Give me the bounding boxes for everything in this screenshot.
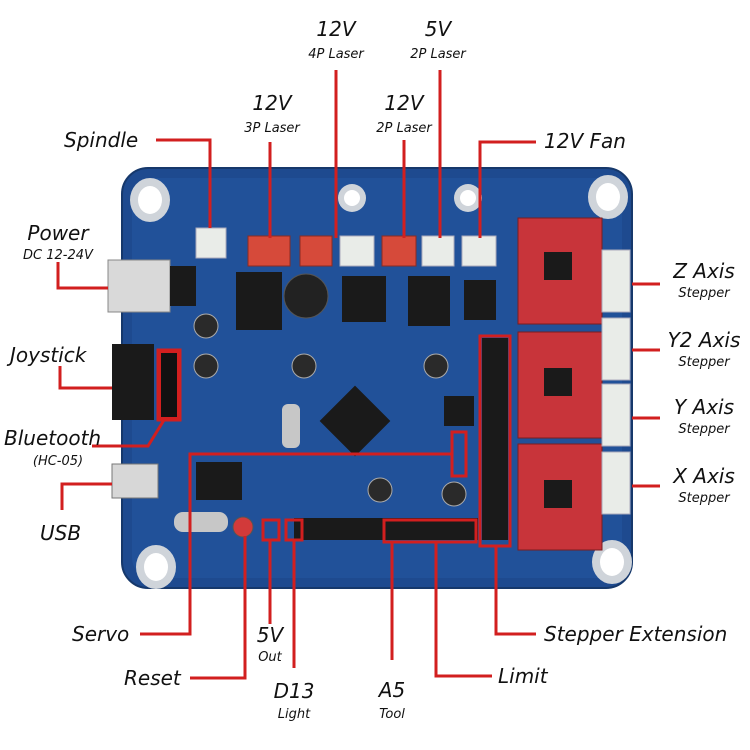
power-leader [56, 262, 108, 290]
x-axis-connector [601, 451, 631, 515]
microcontroller-chip [319, 385, 391, 457]
joystick-pins [159, 351, 179, 419]
crystal-icon [174, 512, 228, 532]
driver-chip [544, 368, 572, 396]
fan-label: 12V Fan [544, 129, 626, 153]
laser-4p-subtitle: 4P Laser [308, 47, 365, 62]
power-section [107, 259, 496, 379]
z-axis-connector [601, 249, 631, 313]
usb-port [111, 463, 159, 499]
d13-sublabel: Light [278, 707, 311, 722]
reset-leader [190, 536, 247, 680]
reset-label: Reset [124, 666, 182, 690]
mounting-hole-icon [454, 184, 482, 212]
mounting-hole-icon [592, 540, 632, 584]
joystick-leader [58, 366, 112, 390]
labels: 12V 4P Laser 5V 2P Laser 12V 3P Laser 12… [4, 17, 740, 722]
spindle-label: Spindle [64, 128, 138, 152]
fan-leader [478, 140, 536, 238]
usb-leader [60, 482, 112, 510]
usb-label: USB [40, 521, 81, 545]
5v-out-sublabel: Out [258, 650, 282, 665]
header-block [444, 396, 474, 426]
inductor-icon [283, 273, 329, 319]
y2-axis-connector [601, 317, 631, 381]
laser-12v-2p-subtitle: 2P Laser [376, 121, 433, 136]
power-sublabel: DC 12-24V [23, 248, 94, 263]
laser-5v-subtitle: 2P Laser [410, 47, 467, 62]
bluetooth-label: Bluetooth [4, 426, 101, 450]
power-label: Power [27, 221, 90, 245]
leader-lines [56, 70, 660, 680]
stepper-extension-label: Stepper Extension [544, 622, 727, 646]
stepper-extension-pins [482, 338, 508, 540]
power-jack-body [170, 266, 196, 306]
mosfet-chip [408, 276, 450, 326]
laser-4p-connector [299, 235, 333, 267]
joystick-label: Joystick [6, 343, 88, 367]
servo-label: Servo [72, 622, 129, 646]
capacitor-icon [291, 353, 317, 379]
x-axis-label: X Axis [672, 464, 735, 488]
usb-chip [196, 462, 242, 500]
laser-4p-aux-connector [339, 235, 375, 267]
a5-sublabel: Tool [379, 707, 405, 722]
laser-3p-subtitle: 3P Laser [244, 121, 301, 136]
bluetooth-leader [92, 419, 166, 448]
y-axis-sublabel: Stepper [678, 422, 731, 437]
y2-axis-label: Y2 Axis [668, 328, 741, 352]
a5-label: A5 [377, 678, 405, 702]
power-jack [107, 259, 171, 313]
crystal-icon [282, 404, 300, 448]
limit-leader [434, 542, 492, 678]
reset-button-icon [232, 516, 254, 538]
mounting-hole-icon [130, 178, 170, 222]
bluetooth-sublabel: (HC-05) [33, 454, 83, 469]
laser-12v-2p-connector [381, 235, 417, 267]
stepper-drivers [517, 217, 631, 551]
5v-out-label: 5V [257, 623, 285, 647]
capacitor-icon [423, 353, 449, 379]
spindle-leader [156, 138, 212, 228]
driver-chip [544, 252, 572, 280]
stepper-extension-headers [482, 338, 508, 540]
z-axis-sublabel: Stepper [678, 286, 731, 301]
laser-5v-connector [421, 235, 455, 267]
mcu-section [111, 344, 478, 540]
fan-connector [461, 235, 497, 267]
mounting-hole-icon [588, 175, 628, 219]
driver-chip [544, 480, 572, 508]
joystick-highlight [156, 348, 182, 422]
mosfet-chip [464, 280, 496, 320]
top-connectors [195, 227, 497, 267]
y-axis-label: Y Axis [674, 395, 734, 419]
limit-label: Limit [498, 664, 549, 688]
y2-axis-sublabel: Stepper [678, 355, 731, 370]
capacitor-icon [193, 313, 219, 339]
d13-label: D13 [274, 679, 315, 703]
laser-3p-title: 12V [252, 91, 292, 115]
spindle-connector [195, 227, 227, 259]
z-axis-label: Z Axis [672, 259, 735, 283]
mounting-hole-icon [136, 545, 176, 589]
servo-leader [140, 452, 452, 636]
regulator-chip [236, 272, 282, 330]
laser-12v-2p-title: 12V [384, 91, 424, 115]
mosfet-chip [342, 276, 386, 322]
mounting-hole-icon [338, 184, 366, 212]
laser-3p-connector [247, 235, 291, 267]
limit-highlight [382, 518, 478, 544]
laser-4p-title: 12V [316, 17, 356, 41]
joystick-header [112, 344, 154, 420]
capacitor-icon [367, 477, 393, 503]
y-axis-connector [601, 383, 631, 447]
capacitor-icon [193, 353, 219, 379]
bottom-pin-header [294, 518, 478, 540]
stepper-extension-leader [494, 546, 536, 636]
capacitor-icon [441, 481, 467, 507]
laser-5v-title: 5V [425, 17, 453, 41]
x-axis-sublabel: Stepper [678, 491, 731, 506]
